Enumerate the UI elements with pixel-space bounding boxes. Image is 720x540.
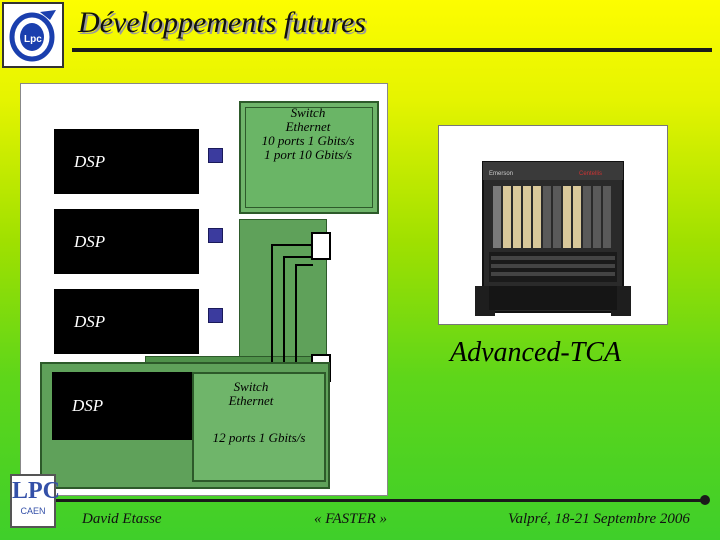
- logo-caen-text: CAEN: [20, 506, 46, 516]
- switch-top-line2: Ethernet: [285, 119, 331, 134]
- port-3: [208, 308, 223, 323]
- switch-bottom-line2: Ethernet: [228, 393, 274, 408]
- wire-h1: [271, 244, 313, 246]
- switch-top-inner: [245, 107, 373, 208]
- svg-text:Lpc: Lpc: [24, 34, 42, 45]
- logo-lpc-text: LPC: [12, 478, 60, 504]
- dsp-label-2: DSP: [74, 231, 106, 251]
- lab-logo: Lpc: [2, 2, 64, 68]
- switch-bottom-box: [192, 372, 326, 482]
- switch-top-label: Switch Ethernet 10 ports 1 Gbits/s 1 por…: [249, 106, 367, 162]
- port-2: [208, 228, 223, 243]
- dsp-label-1: DSP: [74, 151, 106, 171]
- switch-bottom-label: Switch Ethernet: [212, 380, 290, 408]
- chassis-brand-text: Emerson: [489, 171, 513, 177]
- atca-caption: Advanced-TCA: [450, 337, 622, 368]
- dsp-block-3: DSP: [54, 289, 199, 354]
- wire-h2: [283, 256, 313, 258]
- wire-h3: [295, 264, 313, 266]
- port-1: [208, 148, 223, 163]
- dsp-block-4: DSP: [52, 372, 200, 440]
- lpc-caen-logo: LPC CAEN: [10, 474, 60, 528]
- switch-top-line3: 10 ports 1 Gbits/s: [261, 133, 355, 148]
- dsp-block-1: DSP: [54, 129, 199, 194]
- dsp-block-2: DSP: [54, 209, 199, 274]
- title-underline: [72, 48, 712, 52]
- chassis-model-text: Centellis: [579, 171, 602, 177]
- atca-chassis-photo: Emerson Centellis: [438, 125, 668, 325]
- chassis-image-icon: Emerson Centellis: [439, 126, 667, 324]
- footer-rule-end-dot: [700, 495, 710, 505]
- footer-rule: [48, 499, 708, 502]
- dsp-label-4: DSP: [72, 396, 104, 415]
- switch-top-line4: 1 port 10 Gbits/s: [264, 147, 352, 162]
- switch-bottom-line1: Switch: [233, 379, 269, 394]
- footer-event: Valpré, 18-21 Septembre 2006: [508, 511, 690, 527]
- atom-logo-icon: Lpc: [9, 10, 56, 62]
- wire-v2: [283, 256, 285, 364]
- wire-v3: [295, 264, 297, 364]
- footer-project: « FASTER »: [314, 511, 388, 527]
- wire-v1: [271, 244, 273, 364]
- connector-upper: [311, 232, 331, 260]
- dsp-label-3: DSP: [74, 311, 106, 331]
- slide-title: Développements futures: [78, 6, 366, 39]
- switch-bottom-ports: 12 ports 1 Gbits/s: [212, 430, 306, 445]
- switch-top-box: [239, 101, 379, 214]
- footer-author: David Etasse: [82, 511, 162, 527]
- switch-top-line1: Switch: [290, 105, 326, 120]
